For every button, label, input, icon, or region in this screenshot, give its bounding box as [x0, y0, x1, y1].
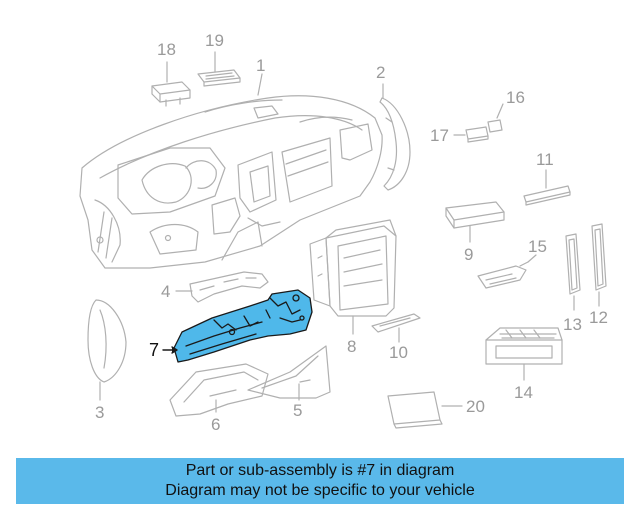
part-20-cover [387, 391, 443, 429]
callout-3: 3 [95, 403, 105, 422]
callout-7: 7 [149, 340, 160, 360]
part-6-knee-panel [169, 363, 269, 417]
callout-12: 12 [589, 308, 608, 327]
part-9-cover-plate [445, 201, 505, 229]
part-10-trim-strip [371, 313, 421, 333]
callout-8: 8 [347, 337, 357, 356]
part-2-side-cover [379, 97, 411, 191]
part-4-brace [189, 271, 269, 303]
callout-16: 16 [506, 88, 525, 107]
callout-6: 6 [211, 415, 221, 434]
callout-15: 15 [528, 237, 547, 256]
leader-line-16 [496, 103, 504, 119]
part-15-bracket [477, 261, 529, 289]
part-14-storage-box [485, 327, 563, 365]
part-13-pillar-trim [565, 233, 581, 295]
callout-5: 5 [293, 401, 303, 420]
part-12-pillar-trim [591, 223, 607, 291]
part-8-center-housing [309, 219, 397, 317]
part-18-vent [151, 81, 191, 107]
part-19-vent [197, 69, 241, 87]
part-16-clip [487, 119, 503, 133]
part-17-clip [465, 126, 489, 143]
info-banner-bg [16, 458, 624, 504]
part-3-side-panel [87, 299, 127, 383]
part-11-trim-strip [523, 185, 571, 206]
callout-10: 10 [389, 343, 408, 362]
part-1-instrument-panel [79, 95, 383, 269]
callout-20: 20 [466, 397, 485, 416]
info-banner: Part or sub-assembly is #7 in diagram Di… [16, 458, 624, 504]
arrow-to-part-7 [162, 346, 178, 354]
banner-line-disclaimer: Diagram may not be specific to your vehi… [165, 482, 475, 499]
callout-9: 9 [464, 245, 474, 264]
callout-1: 1 [256, 56, 266, 75]
banner-line-part-number: Part or sub-assembly is #7 in diagram [185, 462, 455, 479]
callout-19: 19 [205, 31, 224, 50]
callout-4: 4 [161, 282, 171, 301]
part-7-lower-trim [173, 289, 313, 363]
leader-line-1 [257, 73, 263, 96]
part-5-lower-panel [247, 345, 331, 399]
callout-2: 2 [376, 63, 386, 82]
callout-13: 13 [563, 315, 582, 334]
leader-line-15 [527, 254, 537, 263]
callout-18: 18 [157, 40, 176, 59]
callout-14: 14 [514, 383, 533, 402]
callout-11: 11 [536, 150, 554, 169]
callout-17: 17 [430, 126, 449, 145]
